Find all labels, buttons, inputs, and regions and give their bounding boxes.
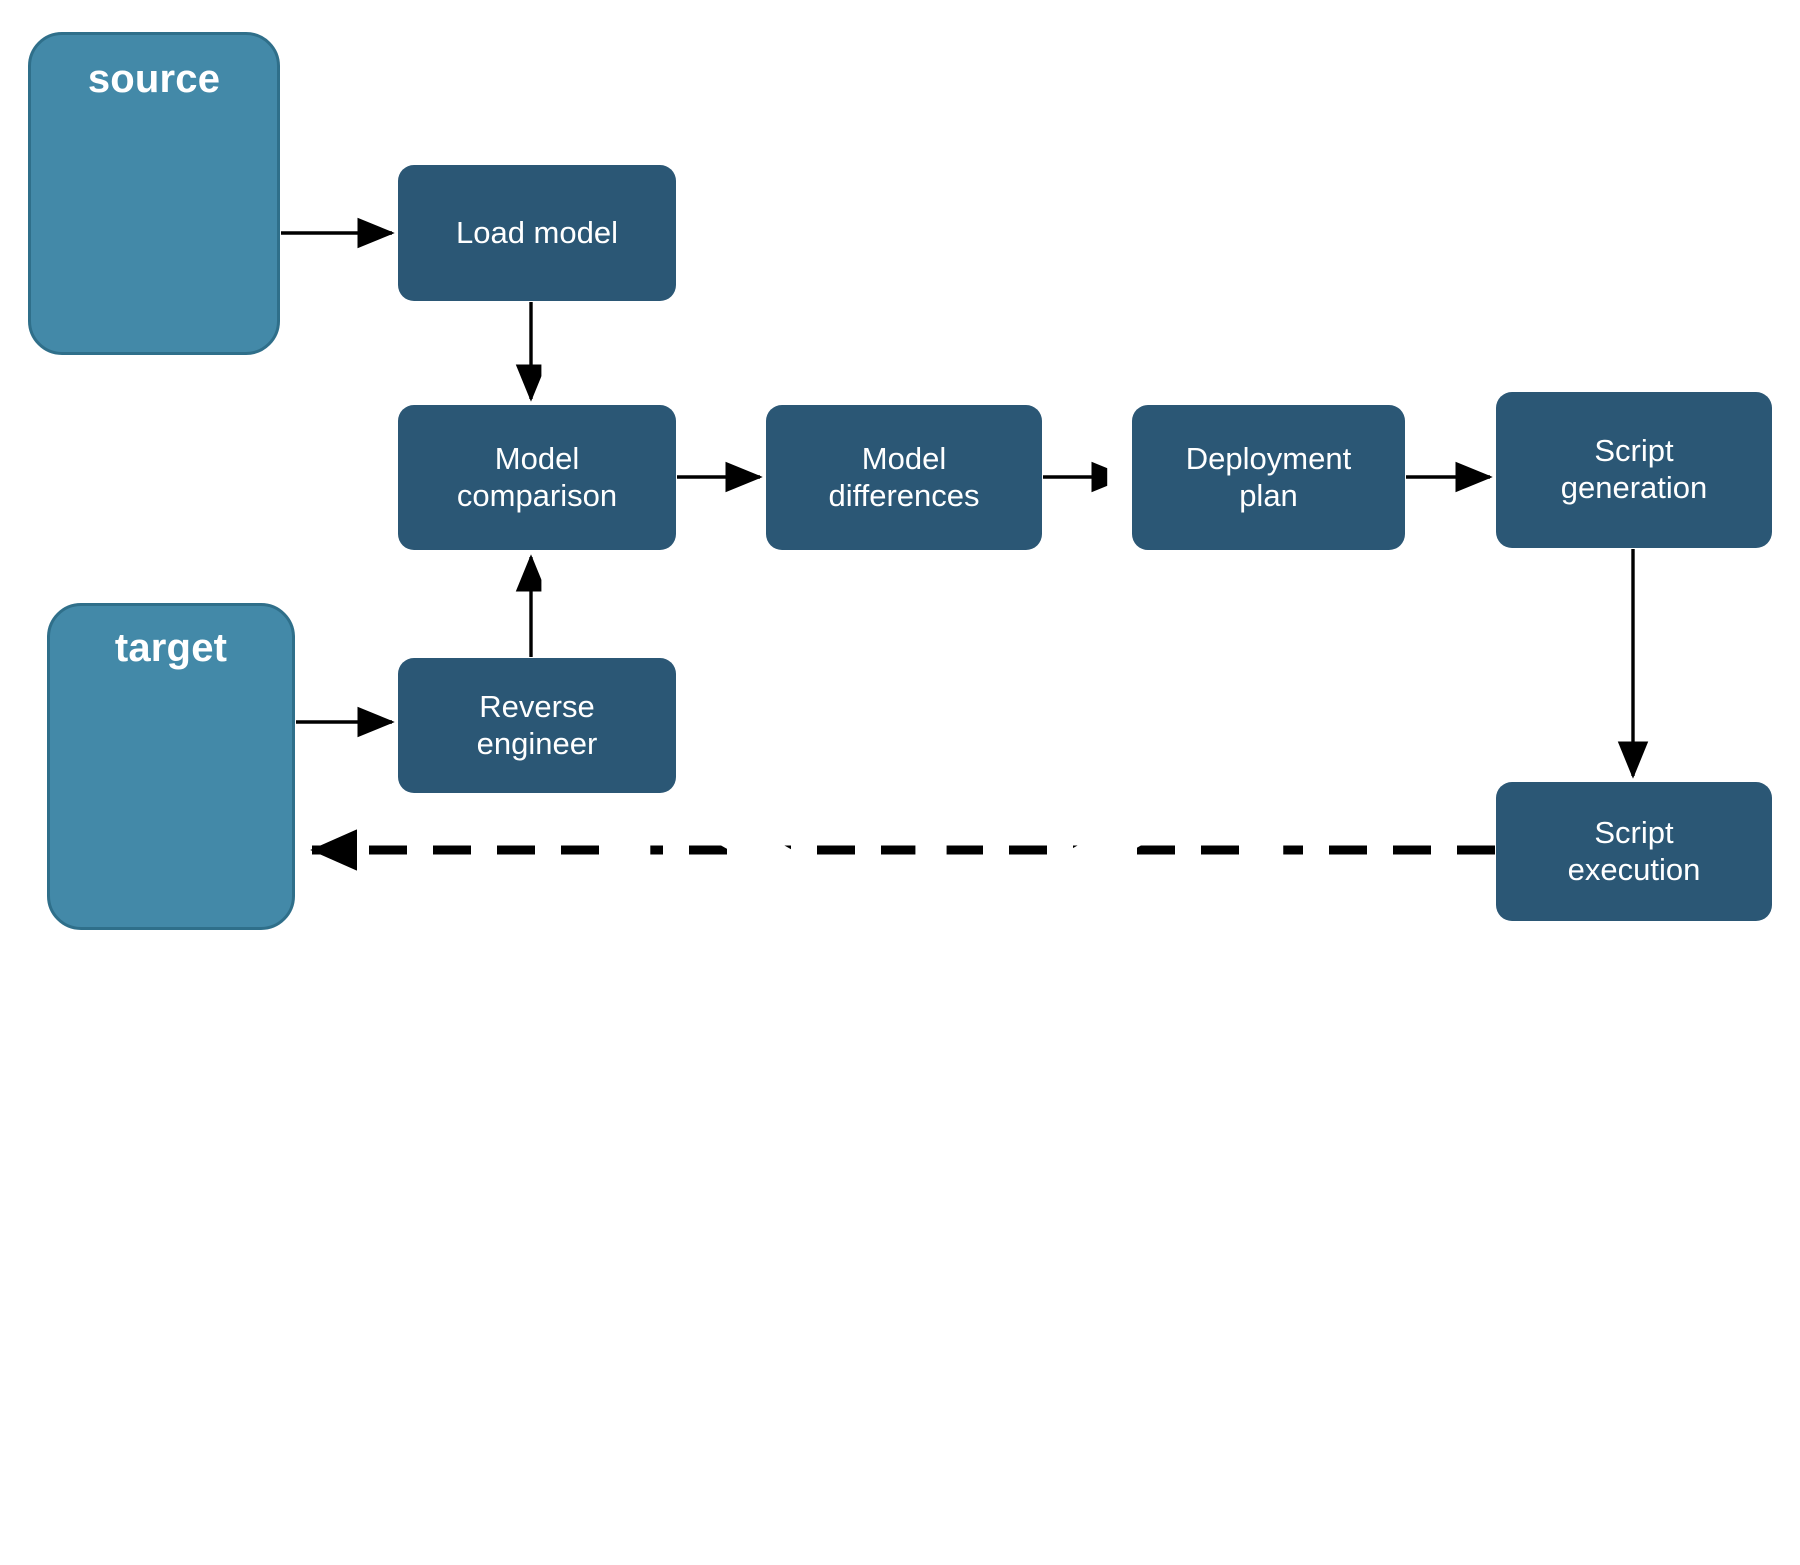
node-load-model[interactable]: Load model [398,165,676,301]
endpoint-target[interactable]: target [47,603,1284,1554]
node-script-execution[interactable]: Script execution [1496,782,1772,921]
diagram-canvas: source target [28,32,1772,1554]
node-reverse-engineer[interactable]: Reverse engineer [398,658,676,793]
endpoint-source-label: source [87,57,221,101]
connector-layer [281,217,1649,871]
endpoint-target-label: target [114,626,228,670]
package-box-icon [31,76,1321,962]
node-script-generation[interactable]: Script generation [1496,392,1772,548]
node-model-differences[interactable]: Model differences [766,405,1042,550]
database-cylinder-icon [50,617,1284,1554]
node-model-comparison[interactable]: Model comparison [398,405,676,550]
endpoint-source[interactable]: source [28,32,1321,962]
node-deployment-plan[interactable]: Deployment plan [1132,405,1405,550]
